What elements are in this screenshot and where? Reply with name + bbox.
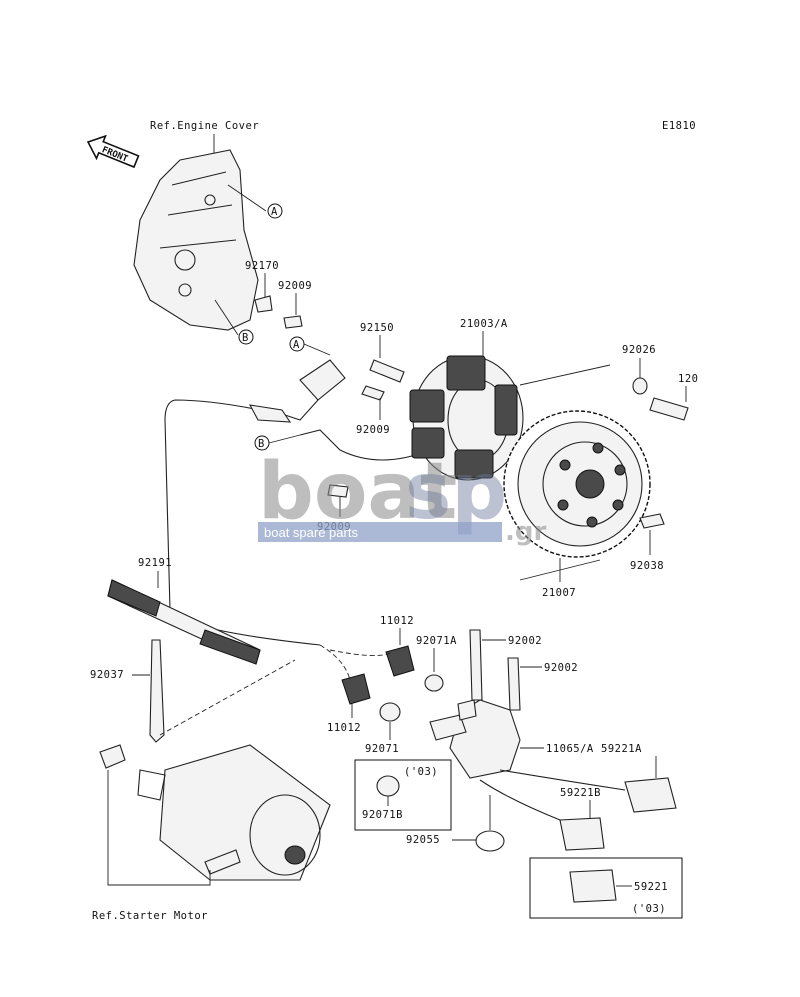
oring-92055	[475, 830, 505, 852]
bolt-92009-mid	[361, 385, 385, 401]
label-21003: 21003/A	[460, 318, 508, 330]
svg-text:A: A	[293, 339, 300, 351]
connector-59221a	[624, 777, 677, 813]
year-note-92071b: ('03)	[404, 766, 438, 778]
key-92038	[639, 513, 665, 529]
pickup-coil	[164, 359, 346, 646]
svg-text:B: B	[242, 332, 249, 344]
wire-59221b	[479, 779, 561, 821]
label-59221b: 59221B	[560, 787, 601, 799]
label-92026: 92026	[622, 344, 656, 356]
bolt-92009-low	[327, 484, 349, 498]
stator-21003	[409, 355, 524, 481]
label-11012-top: 11012	[380, 615, 414, 627]
label-59221a: 59221A	[601, 743, 642, 755]
callout-b-top: B	[238, 329, 254, 345]
engine-cover-part	[133, 149, 259, 331]
terminal-92071b	[376, 775, 400, 797]
label-92002-a: 92002	[508, 635, 542, 647]
label-92002-b: 92002	[544, 662, 578, 674]
starter-motor	[99, 744, 331, 881]
cover-11065	[429, 699, 521, 779]
label-92150: 92150	[360, 322, 394, 334]
label-92055: 92055	[406, 834, 440, 846]
ref-engine-cover: Ref.Engine Cover	[150, 120, 259, 132]
diagram-code: E1810	[662, 120, 696, 132]
label-92037: 92037	[90, 669, 124, 681]
label-11012-low: 11012	[327, 722, 361, 734]
label-92038: 92038	[630, 560, 664, 572]
washer-92026	[632, 377, 648, 395]
svg-text:A: A	[271, 206, 278, 218]
label-92071a: 92071A	[416, 635, 457, 647]
cap-11012-low	[341, 673, 371, 705]
label-92191: 92191	[138, 557, 172, 569]
label-11065: 11065/A	[546, 743, 594, 755]
strap-92037	[149, 639, 165, 743]
watermark-logo: boat sp .gr boat spare parts	[258, 447, 546, 547]
box-59221	[529, 857, 683, 919]
label-92009-top: 92009	[278, 280, 312, 292]
wire-59221a	[499, 769, 626, 791]
bolt-120	[649, 397, 689, 421]
flywheel-21007	[503, 410, 651, 558]
bolt-92002-a	[469, 629, 483, 701]
terminal-92071a	[424, 674, 444, 692]
ref-starter-motor: Ref.Starter Motor	[92, 910, 208, 922]
callout-a-mid: A	[289, 336, 305, 352]
clip-92170	[254, 295, 273, 313]
bolt-92009-top	[283, 315, 303, 329]
callout-a-top: A	[267, 203, 283, 219]
cap-11012-top	[385, 645, 415, 677]
label-120: 120	[678, 373, 698, 385]
label-92170: 92170	[245, 260, 279, 272]
connector-59221b	[559, 817, 605, 851]
label-59221: 59221	[634, 881, 668, 893]
label-92071b: 92071B	[362, 809, 403, 821]
shaft-92191	[107, 579, 261, 665]
year-note-59221: ('03)	[632, 903, 666, 915]
label-21007: 21007	[542, 587, 576, 599]
connector-59221	[569, 869, 617, 903]
bolt-92150	[369, 359, 405, 383]
label-92071: 92071	[365, 743, 399, 755]
svg-text:B: B	[258, 438, 265, 450]
front-arrow-icon: FRONT	[86, 134, 140, 169]
terminal-92071	[379, 702, 401, 722]
bolt-92002-b	[507, 657, 521, 711]
svg-text:.gr: .gr	[505, 517, 546, 547]
box-92071b	[354, 759, 452, 831]
label-92009-mid: 92009	[356, 424, 390, 436]
svg-text:boat spare parts: boat spare parts	[264, 525, 358, 540]
